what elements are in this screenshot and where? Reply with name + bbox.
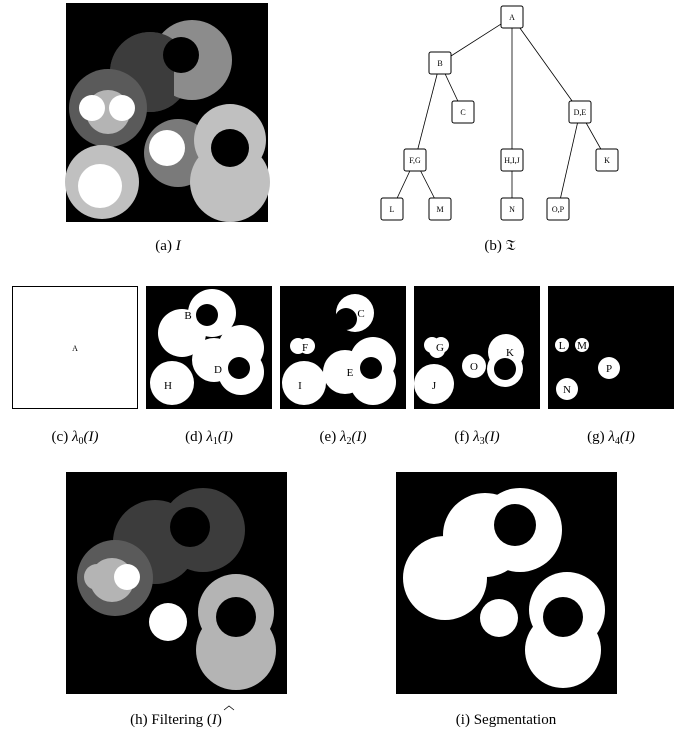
image-e-level2: C F E I [280,286,406,409]
region-label: P [606,363,612,375]
caption-d: (d) λ1(I) [185,429,233,447]
tree-node-fg: F,G [403,148,427,172]
caption-e: (e) λ2(I) [320,429,367,447]
image-g-level4: L M P N [548,286,674,409]
region-label: D [214,364,222,376]
caption-a: (a) I [155,238,181,254]
region-label: I [298,380,302,392]
tree-node-label: L [390,205,395,214]
svg-text:(h) Filtering (I): (h) Filtering (I) [130,712,222,728]
tree-node-label: C [460,108,465,117]
region-label: H [164,380,172,392]
region-label: J [432,380,437,392]
tree-node-label: K [604,156,610,165]
region-label: L [559,340,566,352]
region-label: B [184,310,191,322]
region-label: G [436,342,444,354]
tree-node-k: K [595,148,619,172]
image-c-level0: A [12,286,138,409]
caption-b: (b) 𝔗 [484,236,515,254]
tree-node-l: L [380,197,404,221]
caption-c: (c) λ0(I) [52,429,99,447]
region-label: K [506,347,514,359]
tree-node-m: M [428,197,452,221]
region-label: M [577,340,587,352]
caption-h: (h) Filtering (I) [130,705,235,728]
image-f-level3: G K O J [414,286,540,409]
tree-node-n: N [500,197,524,221]
region-label: A [72,344,78,353]
tree-node-de: D,E [568,100,592,124]
region-label: F [302,342,308,354]
tree-node-label: A [509,13,515,22]
region-label: N [563,384,571,396]
region-label: C [357,308,364,320]
tree-node-op: O,P [546,197,570,221]
tree-node-hij: H,I,J [500,148,524,172]
region-label: E [347,367,354,379]
tree-node-label: N [509,205,515,214]
tree-node-label: D,E [574,108,587,117]
tree-node-label: O,P [552,205,565,214]
tree-node-b: B [428,51,452,75]
tree-node-label: F,G [409,156,421,165]
image-i-segmentation [396,472,617,694]
tree-node-label: B [437,59,442,68]
caption-i: (i) Segmentation [456,712,557,728]
image-d-level1: B D H [146,286,272,409]
image-h-filtering [66,472,287,694]
tree-diagram: A B C D,E F,G H,I,J K L [380,5,619,221]
caption-g: (g) λ4(I) [587,429,635,447]
image-a-original [65,3,270,222]
tree-node-label: H,I,J [504,156,520,165]
tree-node-label: M [436,205,443,214]
caption-f: (f) λ3(I) [454,429,499,447]
region-label: O [470,361,478,373]
tree-node-a: A [500,5,524,29]
tree-node-c: C [451,100,475,124]
